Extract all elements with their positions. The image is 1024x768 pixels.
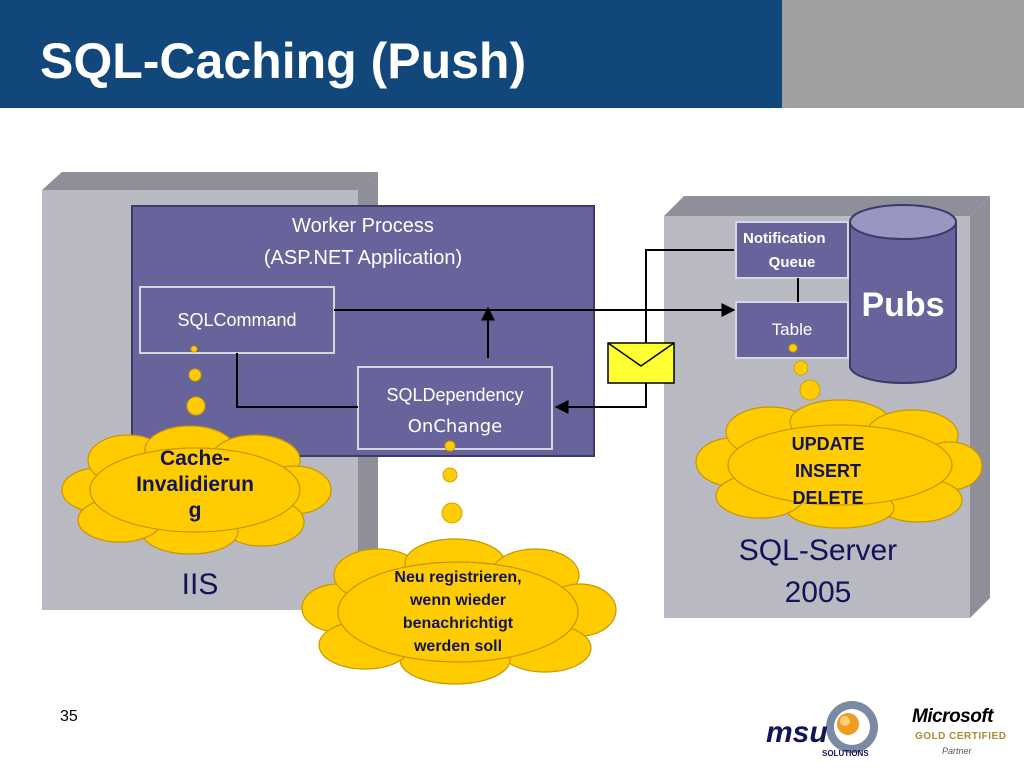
pubs-database-cylinder xyxy=(849,204,957,384)
cache-cloud-line2: Invalidierun xyxy=(136,473,254,496)
sqldependency-label: SQLDependency xyxy=(386,384,524,405)
page-number: 35 xyxy=(60,708,78,725)
msu-logo-text: msu xyxy=(766,716,828,749)
pubs-label: Pubs xyxy=(861,285,945,324)
worker-process-subtitle: (ASP.NET Application) xyxy=(263,246,463,269)
envelope-icon xyxy=(607,342,675,384)
worker-process-title: Worker Process xyxy=(292,214,434,237)
update-insert-delete-cloud xyxy=(695,399,983,529)
cache-cloud-line1: Cache- xyxy=(159,447,231,470)
microsoft-logo-text: Microsoft xyxy=(912,706,994,727)
update-cloud-text: UPDATE INSERT DELETE xyxy=(760,431,896,512)
partner-label: Partner xyxy=(942,746,972,756)
msu-logo-subtitle: SOLUTIONS xyxy=(822,749,869,758)
cache-cloud-text: Cache- Invalidierun g xyxy=(100,446,290,524)
sqlserver-label: SQL-Server xyxy=(738,534,898,567)
insert-label: INSERT xyxy=(794,461,861,481)
reregister-cloud-line2: wenn wieder xyxy=(409,592,507,609)
notification-to-dependency-arrow xyxy=(554,249,734,414)
cache-cloud-line3: g xyxy=(188,499,202,522)
cache-invalidation-cloud xyxy=(61,425,332,555)
queue-label: Queue xyxy=(768,253,816,271)
sqlserver-version-label: 2005 xyxy=(784,576,852,609)
reregister-thought-dots xyxy=(441,440,463,524)
notification-queue-box xyxy=(735,221,849,279)
msu-logo-icon xyxy=(826,701,878,753)
onchange-label: OnChange xyxy=(407,415,503,437)
iis-label: IIS xyxy=(181,568,219,601)
reregister-cloud-text: Neu registrieren, wenn wieder benachrich… xyxy=(348,566,568,658)
title-bar-accent xyxy=(782,0,1024,108)
reregister-cloud-line3: benachrichtigt xyxy=(402,615,514,632)
table-label: Table xyxy=(771,320,813,339)
notification-label: Notification xyxy=(743,229,826,247)
slide-title: SQL-Caching (Push) xyxy=(40,33,527,89)
gold-certified-label: GOLD CERTIFIED xyxy=(915,731,1007,742)
update-thought-dots xyxy=(788,343,821,401)
delete-label: DELETE xyxy=(792,488,864,508)
sqlcommand-label: SQLCommand xyxy=(177,309,297,330)
reregister-cloud-line1: Neu registrieren, xyxy=(394,569,522,586)
update-label: UPDATE xyxy=(791,434,865,454)
title-bar xyxy=(0,0,782,108)
reregister-cloud xyxy=(301,538,617,685)
cache-thought-dots xyxy=(186,345,206,416)
reregister-cloud-line4: werden soll xyxy=(413,638,503,655)
command-to-dependency-line xyxy=(236,353,358,408)
